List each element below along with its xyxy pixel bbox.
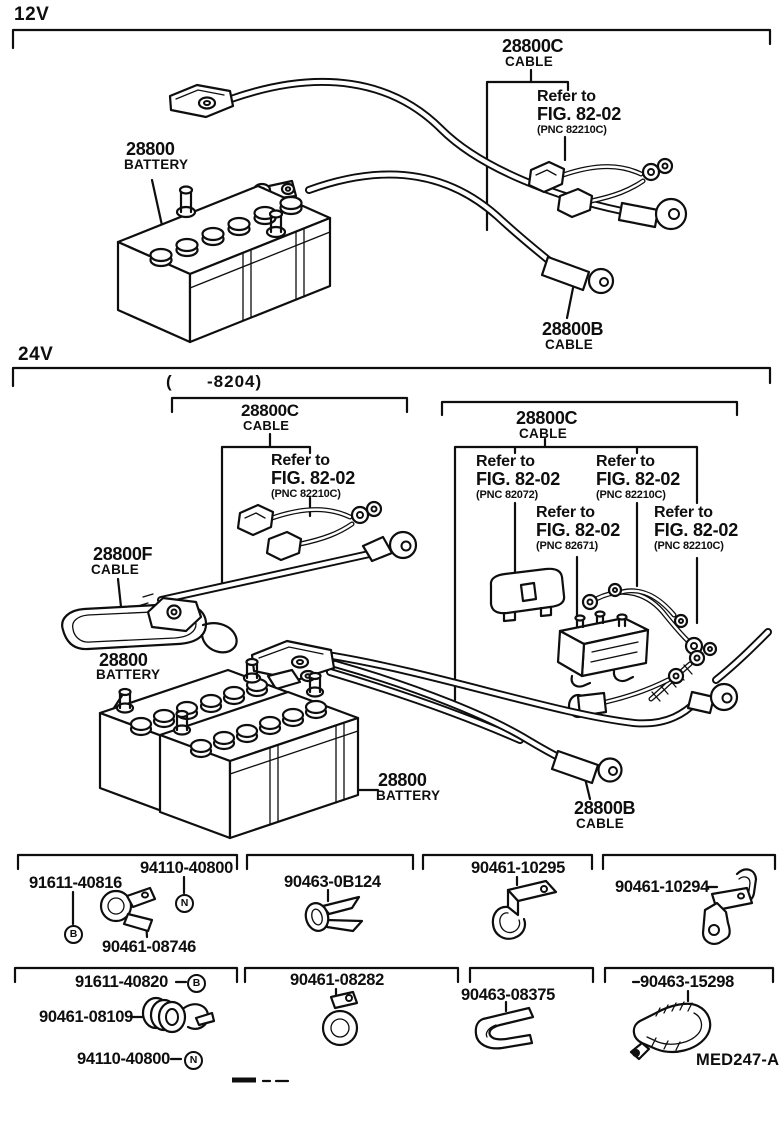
part-sublabel-cable-c-24v-left: CABLE <box>243 418 290 433</box>
section-label-12v: 12V <box>14 4 50 25</box>
part-number-90461-08746: 90461-08746 <box>102 938 196 956</box>
marker-b: B <box>64 925 83 944</box>
part-sublabel-cable-b-12v: CABLE <box>545 337 593 352</box>
part-label-28800c-12v: 28800C <box>502 36 564 56</box>
battery-12v-caps <box>149 195 303 268</box>
marker-n: N <box>175 894 194 913</box>
part-label-28800-12v: 28800 <box>126 139 175 159</box>
clamp-90463-15298-drawing <box>629 1001 712 1061</box>
small-cable-with-cap <box>567 667 685 719</box>
refer-line: Refer to <box>537 88 596 105</box>
part-number-90463-15298: 90463-15298 <box>640 973 734 991</box>
leader-lines-12v <box>150 68 575 320</box>
production-range-note: ( -8204) <box>166 372 263 391</box>
grommet-90461-08109-drawing <box>141 996 216 1034</box>
part-number-90461-08282: 90461-08282 <box>290 971 384 989</box>
refer-note-24v-left: Refer to FIG. 82-02 (PNC 82210C) <box>271 452 355 500</box>
leader-lines-24v <box>110 432 699 801</box>
part-number-91611-40820: 91611-40820 <box>75 973 169 991</box>
cable-12v-long <box>227 77 626 215</box>
cable-24v-straight <box>137 530 418 614</box>
part-sublabel-battery-12v: BATTERY <box>124 157 189 172</box>
refer-pnc: (PNC 82210C) <box>271 488 341 500</box>
part-number-90461-10294: 90461-10294 <box>615 878 709 896</box>
figure-code: MED247-A <box>696 1051 780 1069</box>
refer-figure: FIG. 82-02 <box>537 104 622 124</box>
refer-pnc: (PNC 82210C) <box>596 489 666 501</box>
refer-figure: FIG. 82-02 <box>596 469 681 489</box>
relay-cover-drawing <box>489 567 566 623</box>
part-label-28800b-12v: 28800B <box>542 319 604 339</box>
part-sublabel-cable-f: CABLE <box>91 562 139 577</box>
section-brackets <box>11 28 772 417</box>
part-number-91611-40816: 91611-40816 <box>29 874 123 892</box>
marker-n: N <box>184 1051 203 1070</box>
part-label-28800-24v-left: 28800 <box>99 650 148 670</box>
battery-24v-front <box>158 671 360 840</box>
parts-grid-brackets <box>13 853 777 984</box>
refer-figure: FIG. 82-02 <box>654 520 739 540</box>
refer-note-24v-3: Refer to FIG. 82-02 (PNC 82671) <box>536 504 620 552</box>
cable-12v-28800b <box>305 170 556 267</box>
relay-jumper-wires <box>581 582 704 656</box>
refer-pnc: (PNC 82671) <box>536 540 598 552</box>
cable-terminal-upper <box>617 197 688 231</box>
refer-figure: FIG. 82-02 <box>476 469 561 489</box>
part-sublabel-cable-c-24v-right: CABLE <box>519 426 567 441</box>
part-label-28800b-24v: 28800B <box>574 798 636 818</box>
cable-28800f-drawing <box>61 596 238 654</box>
bracket-90461-10294-drawing <box>701 868 758 945</box>
clamp-90461-10295-drawing <box>491 879 558 940</box>
marker-b: B <box>187 974 206 993</box>
refer-line: Refer to <box>536 504 595 521</box>
cable-terminal-28800b-24v <box>550 749 623 785</box>
refer-note-24v-2: Refer to FIG. 82-02 (PNC 82210C) <box>596 453 680 501</box>
clamp-90461-08282-drawing <box>321 990 359 1047</box>
refer-line: Refer to <box>476 453 535 470</box>
part-sublabel-battery-24v-left: BATTERY <box>96 667 161 682</box>
refer-line: Refer to <box>654 504 713 521</box>
jumper-cable-assembly <box>527 157 674 219</box>
clip-90463-08375-drawing <box>474 1006 535 1050</box>
cable-24v-main <box>326 652 701 765</box>
cable-terminal-28800b-12v <box>540 255 615 295</box>
clamp-90461-08746-drawing <box>99 886 157 933</box>
part-number-90461-08109: 90461-08109 <box>39 1008 133 1026</box>
section-label-24v: 24V <box>18 344 54 365</box>
cable-terminal-cap-24v <box>686 682 739 715</box>
part-number-90463-0b124: 90463-0B124 <box>284 873 381 891</box>
part-number-90461-10295: 90461-10295 <box>471 859 565 877</box>
refer-note-24v-1: Refer to FIG. 82-02 (PNC 82072) <box>476 453 560 501</box>
part-sublabel-cable-b-24v: CABLE <box>576 816 624 831</box>
refer-pnc: (PNC 82210C) <box>654 540 724 552</box>
corrugated-strap <box>648 628 772 702</box>
refer-line: Refer to <box>271 452 330 469</box>
cable-connector-flag-24v <box>250 639 336 691</box>
part-label-28800-24v-right: 28800 <box>378 770 427 790</box>
clip-90463-0b124-drawing <box>304 895 364 933</box>
cable-connector-flag-12v <box>168 83 235 119</box>
refer-note-12v: Refer to FIG. 82-02 (PNC 82210C) <box>537 88 621 136</box>
battery-12v-drawing <box>116 184 332 344</box>
print-artifact <box>232 1077 290 1083</box>
part-number-90463-08375: 90463-08375 <box>461 986 555 1004</box>
part-number-94110-40800-bottom: 94110-40800 <box>77 1050 171 1068</box>
refer-line: Refer to <box>596 453 655 470</box>
part-label-28800c-24v-left: 28800C <box>241 401 299 420</box>
jumper-cable-assembly-24v <box>238 502 381 560</box>
refer-figure: FIG. 82-02 <box>536 520 621 540</box>
part-label-28800c-24v-right: 28800C <box>516 408 578 428</box>
refer-pnc: (PNC 82072) <box>476 489 538 501</box>
part-sublabel-battery-24v-right: BATTERY <box>376 788 441 803</box>
part-sublabel-cable-12v: CABLE <box>505 54 553 69</box>
part-label-28800f: 28800F <box>93 544 153 564</box>
relay-drawing <box>556 610 650 688</box>
part-number-94110-40800-top: 94110-40800 <box>140 859 234 877</box>
refer-figure: FIG. 82-02 <box>271 468 356 488</box>
refer-note-24v-4: Refer to FIG. 82-02 (PNC 82210C) <box>654 504 738 552</box>
battery-12v-posts <box>175 185 287 239</box>
refer-pnc: (PNC 82210C) <box>537 124 607 136</box>
